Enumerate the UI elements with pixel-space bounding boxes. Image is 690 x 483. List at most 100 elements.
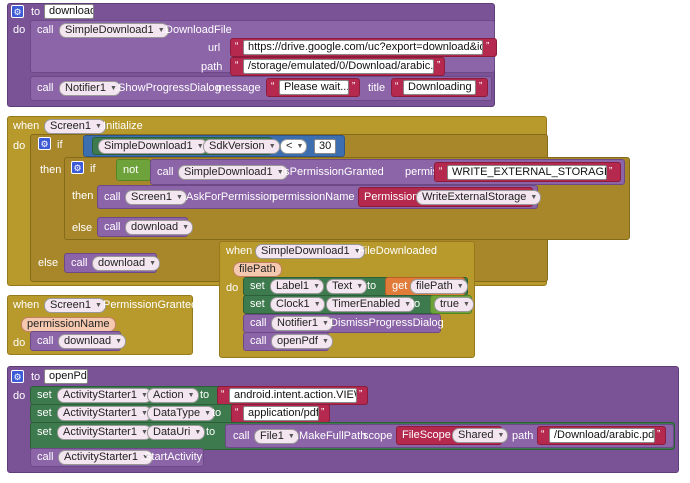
call-label: call	[37, 82, 54, 94]
permission-dropdown[interactable]: WriteExternalStorage	[416, 190, 542, 205]
quote-icon: “	[395, 81, 399, 92]
component-dropdown[interactable]: Clock1	[270, 297, 325, 312]
get-label: get	[392, 280, 408, 292]
quote-icon: ”	[352, 81, 356, 92]
quote-icon: “	[221, 389, 225, 400]
property-dropdown[interactable]: DataUri	[147, 425, 206, 440]
call-label: call	[37, 24, 54, 36]
component-dropdown[interactable]: Notifier1	[59, 81, 121, 96]
url-string-field[interactable]: https://drive.google.com/uc?export=downl…	[243, 40, 483, 55]
component-dropdown[interactable]: Screen1	[44, 298, 106, 313]
component-dropdown[interactable]: SimpleDownload1	[255, 244, 365, 259]
dot-label: .	[319, 280, 323, 292]
method-label: .MakeFullPath	[296, 430, 367, 442]
then-label: then	[72, 190, 94, 202]
call-label: call	[250, 317, 267, 329]
property-dropdown[interactable]: Text	[326, 279, 368, 294]
property-dropdown[interactable]: DataType	[147, 406, 216, 421]
title-string-field[interactable]: Downloading	[403, 80, 476, 95]
to-label: to	[31, 6, 41, 18]
event-label: .PermissionGranted	[100, 299, 198, 311]
to-label: to	[367, 280, 377, 292]
set-label: set	[250, 280, 265, 292]
quote-icon: ”	[437, 60, 441, 71]
component-dropdown[interactable]: ActivityStarter1	[58, 450, 153, 465]
component-dropdown[interactable]: Label1	[270, 279, 325, 294]
message-string-field[interactable]: Please wait...	[279, 80, 349, 95]
parameter-chip[interactable]: filePath	[233, 262, 282, 277]
operator-dropdown[interactable]: <	[280, 139, 308, 154]
do-label: do	[13, 140, 26, 152]
method-label: .DismissProgressDialog	[327, 317, 444, 329]
event-label: .Initialize	[100, 120, 143, 132]
procedure-dropdown[interactable]: download	[58, 334, 127, 349]
filescope-label: FileScope	[402, 429, 451, 441]
path-string-field[interactable]: /Download/arabic.pdf	[549, 428, 655, 443]
component-dropdown[interactable]: ActivityStarter1	[57, 388, 152, 403]
procedure-name-field[interactable]: download	[44, 4, 94, 19]
procedure-dropdown[interactable]: download	[125, 220, 194, 235]
when-label: when	[226, 245, 253, 257]
component-dropdown[interactable]: Screen1	[44, 119, 106, 134]
path-label: path	[512, 430, 534, 442]
number-field[interactable]: 30	[314, 139, 337, 154]
permissionname-label: permissionName	[272, 191, 355, 203]
to-label: to	[212, 407, 222, 419]
component-dropdown[interactable]: ActivityStarter1	[57, 425, 152, 440]
gear-icon[interactable]: ⚙	[11, 370, 24, 383]
boolean-dropdown[interactable]: true	[434, 297, 474, 312]
gear-icon[interactable]: ⚙	[38, 137, 51, 150]
property-dropdown[interactable]: SdkVersion	[203, 139, 280, 154]
gear-icon[interactable]: ⚙	[71, 161, 84, 174]
component-dropdown[interactable]: File1	[254, 429, 299, 444]
path-label: path	[201, 61, 223, 73]
quote-icon: “	[439, 166, 443, 177]
scope-label: scope	[363, 430, 393, 442]
call-label: call	[250, 335, 267, 347]
quote-icon: ”	[657, 429, 661, 440]
event-label: .FileDownloaded	[355, 245, 437, 257]
permission-string-field[interactable]: WRITE_EXTERNAL_STORAGE	[447, 165, 607, 180]
procedure-name-field[interactable]: openPdf	[44, 369, 88, 384]
set-label: set	[37, 407, 52, 419]
call-label: call	[104, 221, 121, 233]
component-dropdown[interactable]: SimpleDownload1	[98, 139, 208, 154]
gear-icon[interactable]: ⚙	[11, 5, 24, 18]
when-label: when	[13, 299, 40, 311]
method-label: .AskForPermission	[183, 191, 276, 203]
call-label: call	[37, 451, 54, 463]
set-label: set	[37, 389, 52, 401]
quote-icon: ”	[479, 81, 483, 92]
then-label: then	[40, 164, 62, 176]
parameter-chip[interactable]: permissionName	[21, 317, 116, 332]
component-dropdown[interactable]: Notifier1	[271, 316, 333, 331]
if-label: if	[90, 163, 96, 175]
action-string-field[interactable]: android.intent.action.VIEW	[229, 388, 357, 403]
call-label: call	[37, 335, 54, 347]
component-dropdown[interactable]: Screen1	[125, 190, 187, 205]
path-string-field[interactable]: /storage/emulated/0/Download/arabic.pdf	[243, 59, 434, 74]
scope-dropdown[interactable]: Shared	[452, 428, 509, 443]
procedure-dropdown[interactable]: download	[92, 256, 161, 271]
property-dropdown[interactable]: TimerEnabled	[326, 297, 416, 312]
call-label: call	[157, 166, 174, 178]
variable-dropdown[interactable]: filePath	[410, 279, 468, 294]
procedure-dropdown[interactable]: openPdf	[271, 334, 333, 349]
component-dropdown[interactable]: SimpleDownload1	[59, 23, 169, 38]
permission-enum-label: Permission	[364, 191, 419, 203]
component-dropdown[interactable]: SimpleDownload1	[178, 165, 288, 180]
component-dropdown[interactable]: ActivityStarter1	[57, 406, 152, 421]
if-label: if	[57, 139, 63, 151]
datatype-string-field[interactable]: application/pdf	[243, 406, 319, 421]
quote-icon: “	[235, 41, 239, 52]
when-label: when	[13, 120, 40, 132]
property-dropdown[interactable]: Action	[147, 388, 199, 403]
do-label: do	[13, 337, 26, 349]
do-label: do	[13, 24, 26, 36]
call-label: call	[104, 191, 121, 203]
dot-label: .	[319, 298, 323, 310]
dot-label: .	[196, 140, 200, 152]
dot-label: .	[140, 389, 144, 401]
quote-icon: “	[235, 407, 239, 418]
set-label: set	[250, 298, 265, 310]
